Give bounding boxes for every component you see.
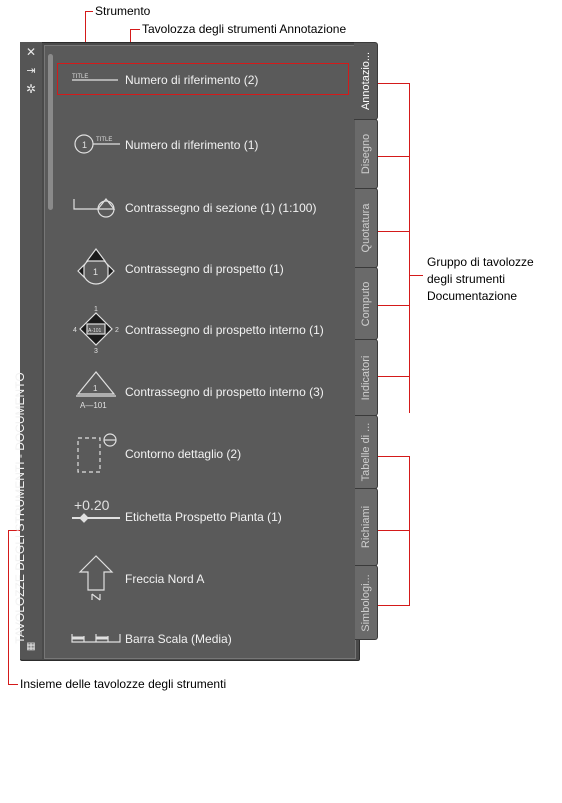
bracket-tick: [378, 231, 410, 232]
tool-label: Contrassegno di sezione (1) (1:100): [125, 201, 317, 215]
tool-label: Contrassegno di prospetto interno (1): [125, 323, 324, 337]
tab-1[interactable]: Disegno: [355, 119, 378, 189]
svg-text:+0.20: +0.20: [74, 497, 110, 513]
tab-label: Quotatura: [360, 203, 372, 253]
tool-item[interactable]: 1 A—101 Contrassegno di prospetto intern…: [58, 366, 348, 412]
scale-bar-icon: [71, 634, 121, 643]
callout-line: [130, 29, 131, 43]
svg-text:TITLE: TITLE: [72, 74, 88, 80]
svg-text:TITLE: TITLE: [96, 137, 112, 143]
bracket-tick: [378, 605, 410, 606]
bracket-tick: [378, 456, 410, 457]
title-mark-icon: TITLE: [72, 74, 118, 81]
callout-line: [85, 11, 86, 66]
callout-group-line-1: Gruppo di tavolozze: [427, 255, 534, 269]
section-mark-icon: [73, 198, 116, 218]
svg-text:3: 3: [94, 348, 98, 355]
palette-title: TAVOLOZZE DEGLI STRUMENTI - DOCUMENTO: [13, 372, 27, 644]
tool-label: Contrassegno di prospetto (1): [125, 262, 284, 276]
tab-4[interactable]: Indicatori: [355, 339, 378, 416]
tab-2[interactable]: Quotatura: [355, 188, 378, 268]
tool-item[interactable]: 1 TITLE Numero di riferimento (1): [58, 124, 348, 164]
svg-text:1: 1: [94, 306, 98, 313]
callout-line: [85, 11, 93, 12]
tab-label: Indicatori: [360, 355, 372, 400]
tool-item[interactable]: Contrassegno di sezione (1) (1:100): [58, 187, 348, 227]
tab-6[interactable]: Richiami: [355, 488, 378, 566]
tool-label: Numero di riferimento (1): [125, 138, 259, 152]
callout-line: [130, 29, 140, 30]
bracket-tick: [378, 530, 410, 531]
callout-set: Insieme delle tavolozze degli strumenti: [20, 677, 227, 691]
properties-icon[interactable]: ✲: [25, 82, 37, 96]
svg-text:1: 1: [93, 267, 98, 277]
tab-0[interactable]: Annotazio...: [354, 42, 378, 120]
scrollbar-thumb[interactable]: [48, 54, 53, 210]
svg-text:A—101: A—101: [80, 401, 107, 410]
tool-label: Freccia Nord A: [125, 572, 205, 586]
tool-label: Numero di riferimento (2): [125, 73, 259, 87]
tool-label: Barra Scala (Media): [125, 632, 232, 646]
svg-text:4: 4: [73, 327, 77, 334]
callout-group-line-2: degli strumenti: [427, 272, 506, 286]
tool-item[interactable]: Barra Scala (Media): [58, 622, 348, 652]
tab-7[interactable]: Simbologi...: [355, 565, 378, 640]
tool-item[interactable]: TITLE Numero di riferimento (2): [57, 63, 349, 95]
close-icon[interactable]: ✕: [25, 45, 37, 59]
tool-label: Contorno dettaglio (2): [125, 447, 242, 461]
bracket-upper-vertical: [409, 83, 410, 413]
tool-item[interactable]: Freccia Nord A: [58, 552, 348, 604]
autohide-icon[interactable]: ⇥: [26, 65, 36, 77]
bracket-tick: [378, 156, 410, 157]
bracket-tick: [378, 305, 410, 306]
svg-text:1: 1: [93, 384, 98, 393]
callout-line: [8, 530, 9, 685]
svg-text:2: 2: [115, 327, 119, 334]
tool-label: Etichetta Prospetto Pianta (1): [125, 510, 282, 524]
callout-line: [8, 684, 18, 685]
tool-item[interactable]: Contorno dettaglio (2): [58, 430, 348, 480]
svg-text:1: 1: [82, 140, 87, 150]
tab-label: Disegno: [360, 133, 372, 175]
circle-title-icon: 1 TITLE: [74, 134, 120, 154]
callout-group-line-3: Documentazione: [427, 289, 518, 303]
bracket-joint: [409, 275, 423, 276]
svg-text:A-101: A-101: [88, 328, 102, 334]
plan-elevation-label-icon: +0.20: [72, 497, 120, 523]
tab-label: Simbologi...: [360, 573, 372, 632]
bracket-tick: [378, 376, 410, 377]
tool-item[interactable]: +0.20 Etichetta Prospetto Pianta (1): [58, 496, 348, 536]
tab-5[interactable]: Tabelle di ...: [355, 415, 378, 489]
triangle-elevation-icon: 1 A—101: [76, 371, 116, 410]
tool-item[interactable]: A-101 1 4 2 3 Contrassegno di prospetto …: [58, 305, 348, 355]
elevation-mark-icon: 1: [77, 248, 115, 285]
tab-label: Annotazio...: [359, 51, 372, 111]
interior-elevation-icon: A-101 1 4 2 3: [73, 306, 119, 355]
palette-titlebar[interactable]: ✕ ⇥ ✲ ▦: [20, 42, 42, 659]
palette-menu-icon[interactable]: ▦: [26, 641, 36, 652]
callout-annotation-palette: Tavolozza degli strumenti Annotazione: [142, 22, 347, 36]
north-arrow-icon: [78, 555, 114, 601]
tool-label: Contrassegno di prospetto interno (3): [125, 385, 324, 399]
callout-tool: Strumento: [95, 4, 151, 18]
tab-label: Richiami: [360, 505, 372, 549]
detail-boundary-icon: [77, 433, 117, 473]
tab-label: Tabelle di ...: [360, 422, 372, 482]
tool-item[interactable]: 1 Contrassegno di prospetto (1): [58, 247, 348, 295]
tab-3[interactable]: Computo: [355, 267, 378, 340]
tab-label: Computo: [360, 281, 372, 326]
callout-line: [8, 530, 20, 531]
bracket-tick: [378, 83, 410, 84]
